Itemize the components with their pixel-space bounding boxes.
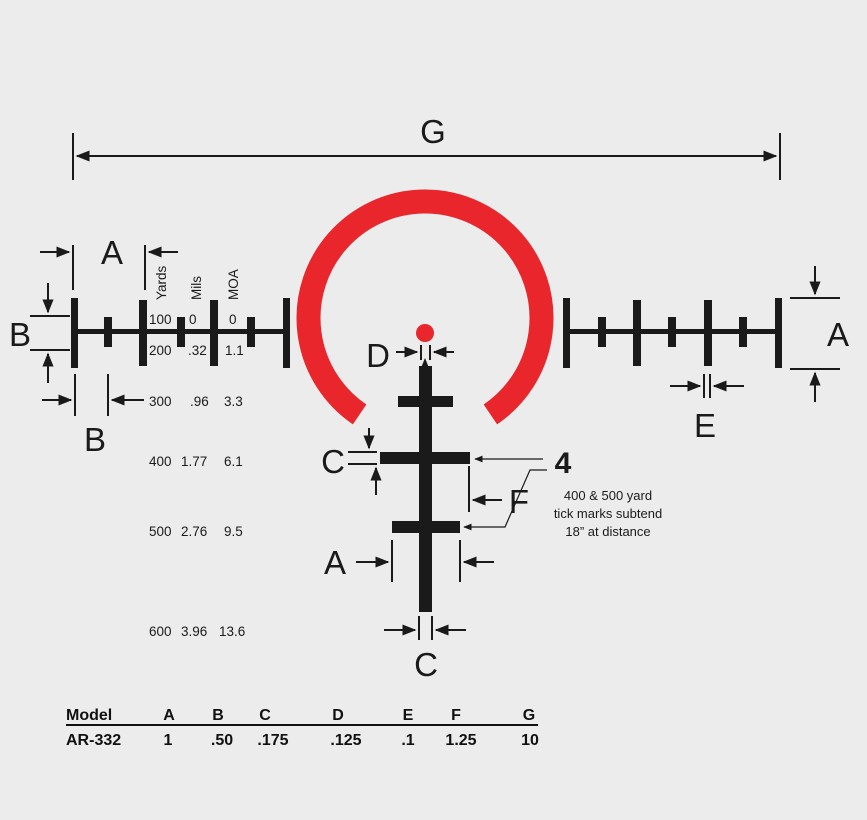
label-d: D [366, 337, 390, 374]
callout-number-4: 4 [555, 447, 572, 480]
range-mils: 2.76 [181, 524, 207, 539]
range-yards: 500 [149, 524, 172, 539]
spec-cell: 10 [521, 732, 539, 749]
range-mils: .32 [188, 343, 207, 358]
dimension-c-upper [348, 428, 382, 495]
spec-cell: .125 [330, 732, 361, 749]
label-c-upper: C [321, 443, 345, 480]
dimension-b-left [30, 283, 70, 383]
range-yards: 400 [149, 454, 172, 469]
red-circle-segment [296, 189, 554, 425]
range-row: 300 .96 3.3 [149, 394, 243, 409]
spec-table: Model A B C D E F G AR-332 1 .50 .175 .1… [66, 707, 539, 749]
range-mils: .96 [190, 394, 209, 409]
callout-leaders [463, 455, 547, 531]
range-yards: 300 [149, 394, 172, 409]
range-row: 100 0 0 [149, 312, 237, 327]
header-yards: Yards [154, 265, 169, 300]
dimension-a-center [356, 540, 494, 582]
range-row: 200 .32 1.1 [149, 343, 244, 358]
range-moa: 9.5 [224, 524, 243, 539]
range-moa: 13.6 [219, 624, 245, 639]
label-b-bottom: B [84, 421, 106, 458]
spec-cell: .50 [211, 732, 233, 749]
spec-cell: 1.25 [445, 732, 476, 749]
spec-cell: AR-332 [66, 732, 121, 749]
spec-header-cell: Model [66, 707, 112, 724]
vertical-bdc-post [380, 358, 470, 612]
label-a-left: A [101, 234, 123, 271]
spec-header-cell: G [523, 707, 535, 724]
header-mils: Mils [189, 276, 204, 300]
range-yards: 100 [149, 312, 172, 327]
label-a-right: A [827, 316, 849, 353]
range-row: 400 1.77 6.1 [149, 454, 243, 469]
spec-header-cell: F [451, 707, 461, 724]
range-moa: 3.3 [224, 394, 243, 409]
dimension-e [670, 374, 744, 398]
range-moa: 1.1 [225, 343, 244, 358]
right-horizontal-bar [563, 298, 782, 368]
label-c-lower: C [414, 646, 438, 683]
spec-header-cell: A [163, 707, 175, 724]
range-moa: 6.1 [224, 454, 243, 469]
range-mils: 1.77 [181, 454, 207, 469]
range-row: 600 3.96 13.6 [149, 624, 245, 639]
spec-cell: 1 [164, 732, 173, 749]
label-b-left: B [9, 316, 31, 353]
note-line-2: tick marks subtend [554, 506, 662, 521]
dimension-c-lower [384, 616, 466, 640]
dimension-d [396, 345, 454, 360]
dimension-f [468, 466, 502, 512]
spec-table-row: AR-332 1 .50 .175 .125 .1 1.25 10 [66, 732, 539, 749]
left-horizontal-bar [71, 298, 290, 368]
spec-cell: .1 [401, 732, 414, 749]
spec-header-cell: B [212, 707, 224, 724]
dimension-g [72, 133, 781, 180]
note-line-1: 400 & 500 yard [564, 488, 652, 503]
red-aim-dot [416, 324, 434, 342]
range-mils: 0 [189, 312, 197, 327]
dimension-a-right [790, 266, 840, 402]
spec-header-cell: D [332, 707, 344, 724]
range-mils: 3.96 [181, 624, 207, 639]
range-row: 500 2.76 9.5 [149, 524, 243, 539]
label-e: E [694, 407, 716, 444]
spec-table-header: Model A B C D E F G [66, 707, 535, 724]
label-g: G [420, 113, 446, 150]
note-line-3: 18” at distance [565, 524, 650, 539]
header-moa: MOA [226, 269, 241, 300]
spec-header-cell: E [403, 707, 414, 724]
range-yards: 200 [149, 343, 172, 358]
spec-cell: .175 [257, 732, 288, 749]
dimension-b-bottom [42, 374, 144, 416]
label-f: F [509, 483, 529, 520]
range-moa: 0 [229, 312, 237, 327]
label-a-center: A [324, 544, 346, 581]
dimension-a-left [40, 245, 178, 290]
range-yards: 600 [149, 624, 172, 639]
spec-header-cell: C [259, 707, 271, 724]
